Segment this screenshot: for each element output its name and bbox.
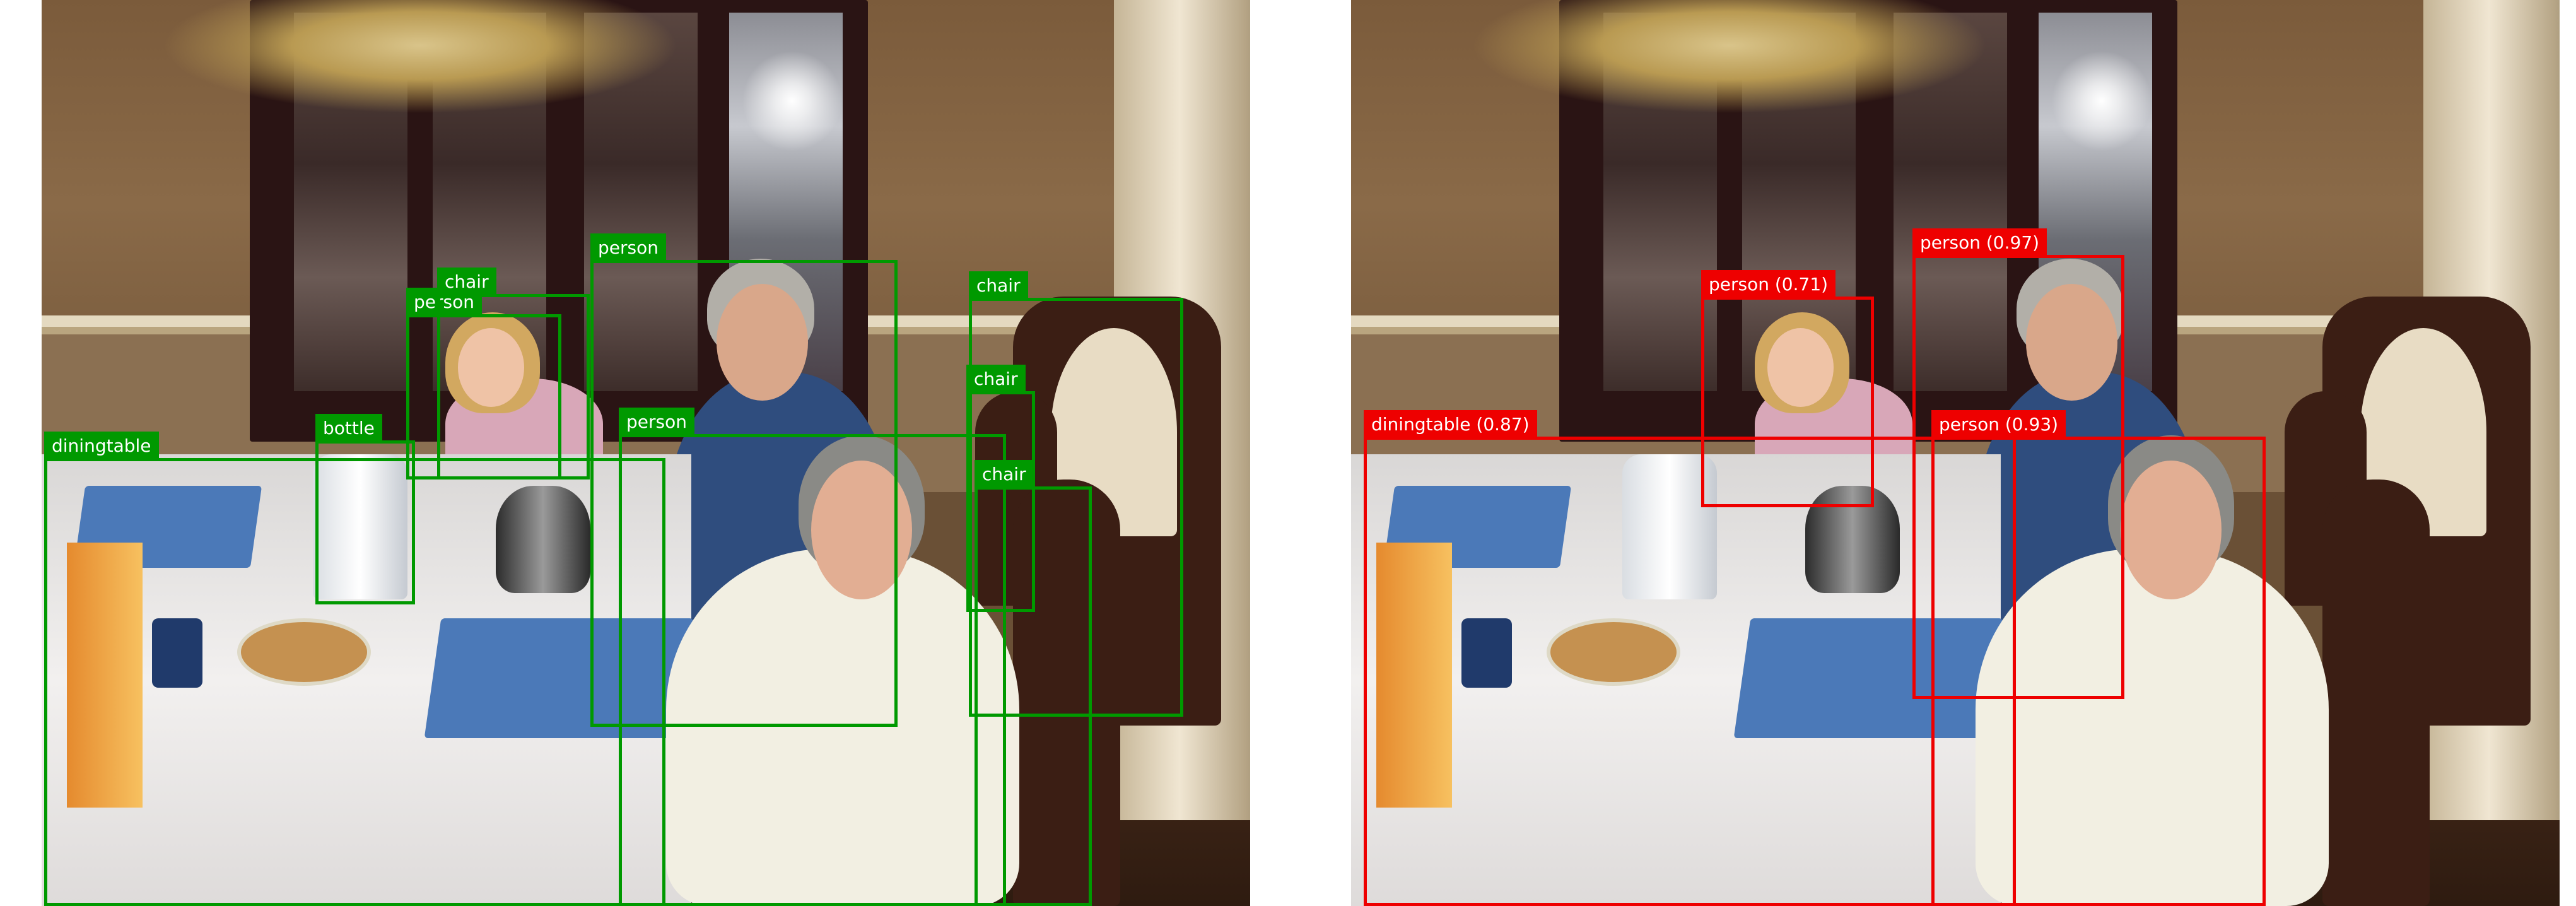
bbox-label: person (0.93) [1931, 410, 2066, 440]
bbox-chair: chair [969, 271, 1183, 717]
bbox-label: chair [437, 268, 496, 297]
bbox-label: diningtable (0.87) [1364, 410, 1537, 440]
bbox-person: person [590, 233, 898, 727]
bbox-label: person (0.71) [1701, 270, 1836, 300]
bbox-label: diningtable [44, 432, 159, 461]
bbox-diningtable: diningtable [44, 432, 665, 906]
bbox-person-prediction: person (0.71) [1701, 270, 1874, 507]
dining-room-photo [1351, 0, 2560, 906]
chandelier [1471, 0, 1988, 114]
chandelier [161, 0, 679, 114]
bbox-label: person [590, 233, 666, 263]
bbox-chair: chair [975, 460, 1092, 906]
bbox-label: chair [975, 460, 1034, 490]
bbox-label: person [619, 408, 694, 437]
milk-jug [313, 454, 407, 599]
bbox-label: bottle [315, 414, 382, 444]
bbox-label: person (0.97) [1912, 228, 2047, 258]
bbox-label: chair [966, 365, 1026, 394]
bbox-chair: chair [437, 268, 590, 479]
bbox-label: chair [969, 271, 1028, 301]
bbox-person-prediction: person (0.97) [1912, 228, 2124, 699]
bbox-bottle: bottle [315, 414, 415, 604]
bbox-person-prediction: person (0.93) [1931, 410, 2266, 906]
prediction-panel: diningtable (0.87) person (0.71) person … [1351, 0, 2560, 906]
bbox-person: person [619, 408, 1006, 906]
bbox-diningtable-prediction: diningtable (0.87) [1364, 410, 2016, 906]
ground-truth-panel: diningtable bottle person chair person p… [42, 0, 1250, 906]
bbox-chair: chair [966, 365, 1035, 612]
woman-in-white [666, 549, 1019, 906]
